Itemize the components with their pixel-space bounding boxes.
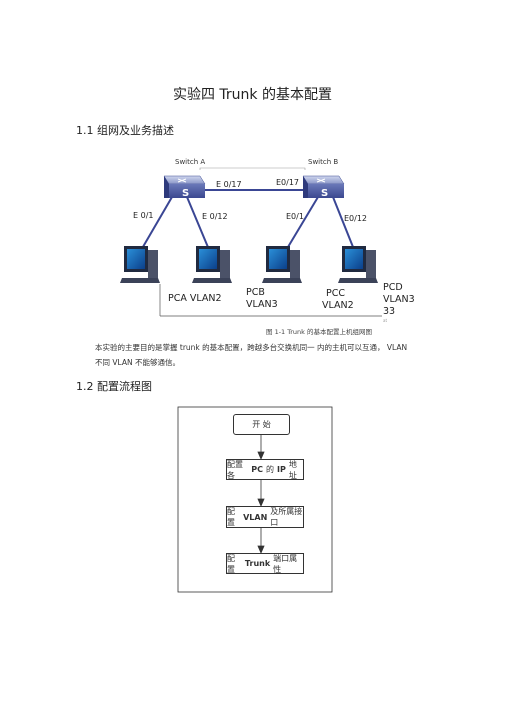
page-title: 实验四 Trunk 的基本配置 [172, 87, 332, 103]
section-heading-2: 1.2 配置流程图 [76, 378, 152, 394]
link-a-pcb [186, 196, 211, 253]
pc-label-b: PCB VLAN3 [246, 287, 278, 310]
switch-b-icon: S [302, 175, 345, 199]
pc-label-c: PCC VLAN2 [322, 288, 354, 311]
pc-icon-c [262, 246, 302, 283]
section-number: 1.1 [76, 124, 94, 137]
section-label: 组网及业务描述 [97, 124, 174, 137]
port-b-e01: E0/1 [286, 212, 304, 221]
section-label: 配置流程图 [97, 380, 152, 393]
link-b-pcc [284, 196, 319, 253]
flow-start: 开 始 [233, 414, 290, 435]
switch-a-icon: S [163, 175, 206, 199]
flow-step-2: 配置 VLAN 及所属接口 [226, 506, 304, 528]
pc-label-a: PCA VLAN2 [168, 293, 222, 304]
section-heading-1: 1.1 组网及业务描述 [76, 122, 174, 138]
port-b-e017: E0/17 [276, 178, 300, 187]
svg-text:S: S [321, 188, 328, 199]
flow-step-1: 配置各 PC 的 IP 地址 [226, 459, 304, 480]
section-number: 1.2 [76, 380, 94, 393]
port-a-e012: E 0/12 [202, 212, 228, 221]
figure-caption: 图 1-1 Trunk 的基本配置上机组网图 [266, 328, 373, 336]
switch-b-label: Switch B [308, 158, 339, 166]
flowchart-frame [177, 406, 333, 593]
flow-arrows [257, 435, 265, 555]
svg-text:S: S [182, 188, 189, 199]
pc-icon-b [192, 246, 232, 283]
description-line-2: 不同 VLAN 不能够通信。 [95, 358, 180, 367]
port-b-e012: E0/12 [344, 214, 368, 223]
link-a-pca [139, 196, 173, 253]
bracket-line [199, 167, 306, 170]
flow-step-3: 配置 Trunk 端口属性 [226, 553, 304, 574]
pc-label-d: PCD VLAN3 33 at [383, 282, 415, 323]
port-a-e01: E 0/1 [133, 211, 154, 220]
switch-a-label: Switch A [175, 158, 206, 166]
port-a-e017: E 0/17 [216, 180, 242, 189]
pc-icon-d [338, 246, 378, 283]
description-line-1: 本实验的主要目的是掌握 trunk 的基本配置，跨越多台交换机同一 内的主机可以… [95, 343, 408, 352]
link-b-pcd [332, 196, 356, 253]
pc-icon-a [120, 246, 160, 283]
